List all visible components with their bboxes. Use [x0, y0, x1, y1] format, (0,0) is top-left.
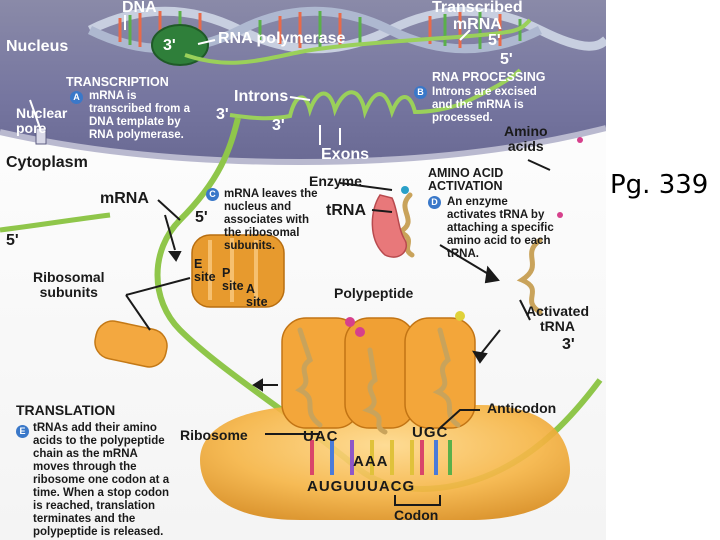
step-d-title: AMINO ACID ACTIVATION: [428, 166, 504, 193]
activated-trna-label: Activated tRNA: [526, 303, 590, 334]
flow-arrows: [164, 214, 501, 392]
ribosome-subunits-shape: [94, 234, 285, 368]
trna-label: tRNA: [326, 202, 366, 219]
ribosome-label: Ribosome: [180, 427, 248, 443]
e-site-label: E site: [194, 257, 216, 285]
step-d-text: An enzyme activates tRNA by attaching a …: [447, 196, 554, 260]
nucleus-region: [0, 0, 606, 162]
rna-polymerase-label: RNA polymerase: [218, 30, 346, 47]
anticodon-1-seq: UAC: [303, 428, 339, 445]
step-b-text: Introns are excised and the mRNA is proc…: [432, 86, 537, 124]
step-c-badge: C: [206, 188, 219, 201]
introns-label: Introns: [234, 88, 289, 105]
anticodon-3-seq: UGC: [412, 424, 449, 441]
step-a-title: TRANSCRIPTION: [66, 75, 169, 89]
transcribed-mrna-strand: [184, 18, 532, 65]
a-site-label: A site: [246, 282, 268, 310]
polypeptide-label: Polypeptide: [334, 285, 414, 301]
anticodon-label: Anticodon: [487, 400, 557, 416]
five-prime-left-label: 5': [6, 232, 19, 249]
nuclear-pore-shape: [35, 127, 47, 145]
anticodon-2-seq: AAA: [353, 453, 389, 470]
leader-lines: [29, 15, 471, 145]
rna-polymerase-shape: [151, 24, 209, 66]
three-prime-mid2-label: 3': [272, 117, 285, 134]
step-b-badge: B: [414, 86, 427, 99]
codon-label: Codon: [394, 507, 439, 523]
exons-label: Exons: [321, 146, 370, 163]
processing-mrna-strand: [229, 68, 522, 121]
step-e-text: tRNAs add their amino acids to the polyp…: [33, 422, 170, 538]
diagram-artwork: [0, 0, 606, 540]
three-prime-mid-label: 3': [216, 106, 229, 123]
nucleus-label: Nucleus: [6, 38, 69, 55]
protein-synthesis-figure: DNA Transcribed mRNA Nucleus 3' RNA poly…: [0, 0, 606, 540]
five-prime-top-label: 5': [488, 32, 501, 49]
transcribed-mrna-label: Transcribed mRNA: [432, 0, 523, 33]
enzyme-label: Enzyme: [309, 173, 362, 189]
dna-label: DNA: [122, 0, 157, 16]
page-reference: Pg. 339: [610, 170, 709, 200]
trna-shapes: [295, 192, 543, 435]
mrna-label: mRNA: [100, 190, 149, 207]
pointer-lines: [125, 159, 551, 506]
three-prime-right-label: 3': [562, 336, 575, 353]
five-prime-mrna-label: 5': [195, 209, 208, 226]
step-c-text: mRNA leaves the nucleus and associates w…: [224, 188, 318, 252]
step-e-title: TRANSLATION: [16, 402, 116, 418]
amino-acids-label: Amino acids: [504, 123, 548, 154]
codon-bases: [310, 440, 452, 475]
three-prime-top-label: 3': [163, 37, 176, 54]
amino-acid-beads: [345, 137, 583, 337]
step-d-badge: D: [428, 196, 441, 209]
left-mrna-strand: [0, 212, 111, 233]
p-site-label: P site: [222, 266, 244, 294]
nuclear-envelope: [0, 125, 606, 166]
five-prime-top2-label: 5': [500, 51, 513, 68]
cytoplasm-label: Cytoplasm: [6, 154, 88, 171]
ribosomal-subunits-label: Ribosomal subunits: [33, 269, 105, 300]
step-a-badge: A: [70, 91, 83, 104]
mrna-sequence: AUGUUUACG: [307, 478, 416, 495]
step-a-text: mRNA is transcribed from a DNA template …: [89, 90, 190, 141]
nuclear-pore-label: Nuclear pore: [16, 105, 68, 136]
step-e-badge: E: [16, 425, 29, 438]
step-b-title: RNA PROCESSING: [432, 70, 546, 84]
